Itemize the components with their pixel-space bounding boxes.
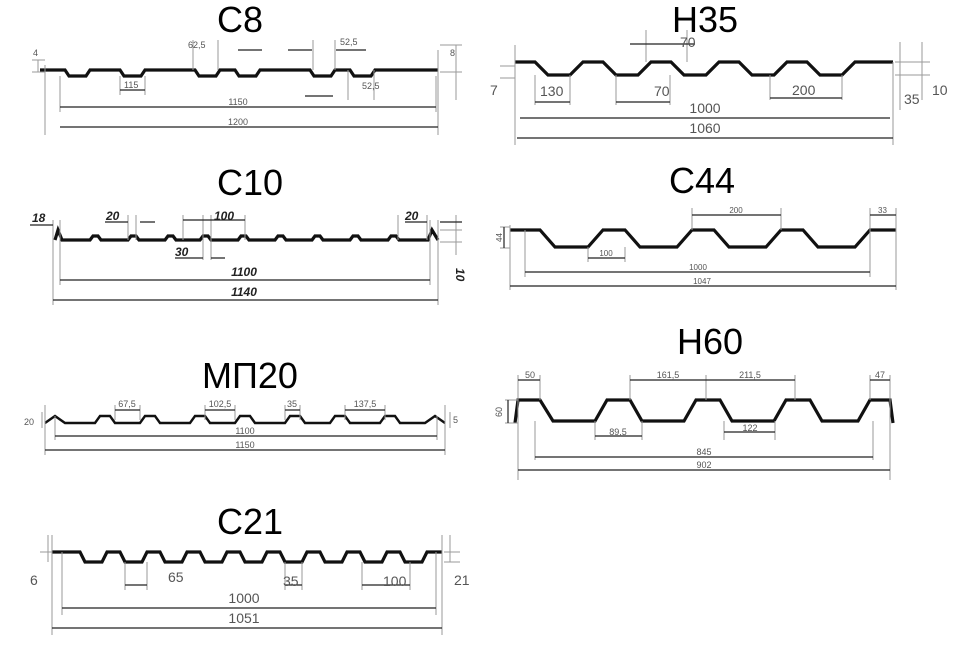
dimension-lines: [505, 375, 891, 480]
dim-label: 100: [599, 249, 613, 258]
dim-label: 102,5: [209, 399, 232, 409]
profile-title: С8: [217, 0, 263, 40]
dim-label: 211,5: [739, 370, 761, 380]
dim-label: 1140: [231, 285, 257, 299]
dim-label: 20: [404, 209, 419, 223]
dim-label: 21: [454, 572, 470, 588]
dim-label: 20: [105, 209, 120, 223]
profile-outline: [40, 68, 438, 78]
dim-label: 60: [494, 407, 504, 417]
dim-label: 35: [904, 91, 920, 107]
profile-title: МП20: [202, 355, 298, 396]
dim-label: 7: [490, 82, 498, 98]
dimension-lines: [500, 208, 897, 290]
dim-label: 18: [32, 211, 46, 225]
profile-title: С44: [669, 160, 735, 201]
dim-label: 1150: [235, 440, 254, 450]
profile-outline: [44, 414, 446, 425]
dim-label: 10: [932, 82, 948, 98]
dim-label: 52,5: [340, 37, 358, 47]
dim-label: 130: [540, 83, 564, 99]
dim-label: 35: [283, 573, 299, 589]
dim-label: 845: [696, 447, 711, 457]
profile-mp20: МП20 20 67,5 102,5 35 137,5 5 1100 1150: [0, 320, 480, 480]
dimension-lines: [40, 535, 460, 635]
dimension-lines: [30, 215, 462, 305]
dim-label: 1060: [689, 120, 720, 136]
dim-label: 89,5: [609, 427, 627, 437]
dim-label: 200: [792, 82, 816, 98]
dim-label: 1000: [689, 100, 720, 116]
profile-c10: С10 18 20 100 20 30 10 1100 1140: [0, 160, 480, 320]
dim-label: 10: [453, 268, 467, 282]
dim-label: 1100: [231, 265, 257, 279]
profile-outline: [510, 228, 896, 249]
dim-label: 902: [696, 460, 711, 470]
profile-h60: Н60 50 161,5 211,5 47 60 89,5 122 845 90…: [480, 320, 960, 480]
dim-label: 33: [878, 206, 887, 215]
dim-label: 1100: [235, 426, 254, 436]
dim-label: 44: [495, 233, 504, 242]
dim-label: 47: [875, 370, 885, 380]
profile-title: С10: [217, 162, 283, 203]
dim-label: 1051: [228, 610, 259, 626]
dim-label: 6: [30, 572, 38, 588]
profile-outline: [513, 398, 895, 424]
dim-label: 1150: [228, 97, 247, 107]
profile-title: Н60: [677, 321, 743, 362]
dim-label: 30: [175, 245, 189, 259]
dim-label: 1047: [693, 277, 711, 286]
profile-outline: [53, 225, 440, 242]
dim-label: 115: [124, 80, 138, 90]
profile-title: С21: [217, 501, 283, 542]
profile-title: Н35: [672, 0, 738, 40]
dim-label: 8: [450, 48, 455, 58]
dim-label: 4: [33, 48, 38, 58]
dim-label: 1000: [689, 263, 707, 272]
dim-label: 161,5: [657, 370, 680, 380]
dim-label: 100: [383, 573, 407, 589]
dim-label: 70: [654, 83, 670, 99]
dimension-lines: [500, 30, 930, 145]
dim-label: 20: [24, 417, 34, 427]
dim-label: 1200: [228, 117, 248, 127]
dim-label: 52,5: [362, 81, 380, 91]
dimension-lines: [41, 405, 451, 455]
dim-label: 50: [525, 370, 535, 380]
dimension-lines: [32, 40, 462, 135]
profile-c21: С21 6 65 35 100 21 1000 1051: [0, 480, 480, 648]
profile-c44: С44 200 33 44 100 1000 1047: [480, 160, 960, 320]
dim-label: 100: [214, 209, 234, 223]
profile-h35: Н35 70 7 130 70 200 35 10 1000 1060: [480, 0, 960, 160]
profile-outline: [515, 60, 893, 77]
profile-c8: С8 4 62,5 52,5 8 115 52,5 1150 1200: [0, 0, 480, 160]
dim-label: 137,5: [354, 399, 377, 409]
profile-outline: [52, 550, 442, 564]
dim-label: 5: [453, 415, 458, 425]
dim-label: 200: [729, 206, 743, 215]
dim-label: 65: [168, 569, 184, 585]
dim-label: 70: [680, 34, 696, 50]
dim-label: 62,5: [188, 40, 206, 50]
dim-label: 35: [287, 399, 297, 409]
dim-label: 1000: [228, 590, 259, 606]
dim-label: 67,5: [118, 399, 136, 409]
dim-label: 122: [742, 423, 757, 433]
